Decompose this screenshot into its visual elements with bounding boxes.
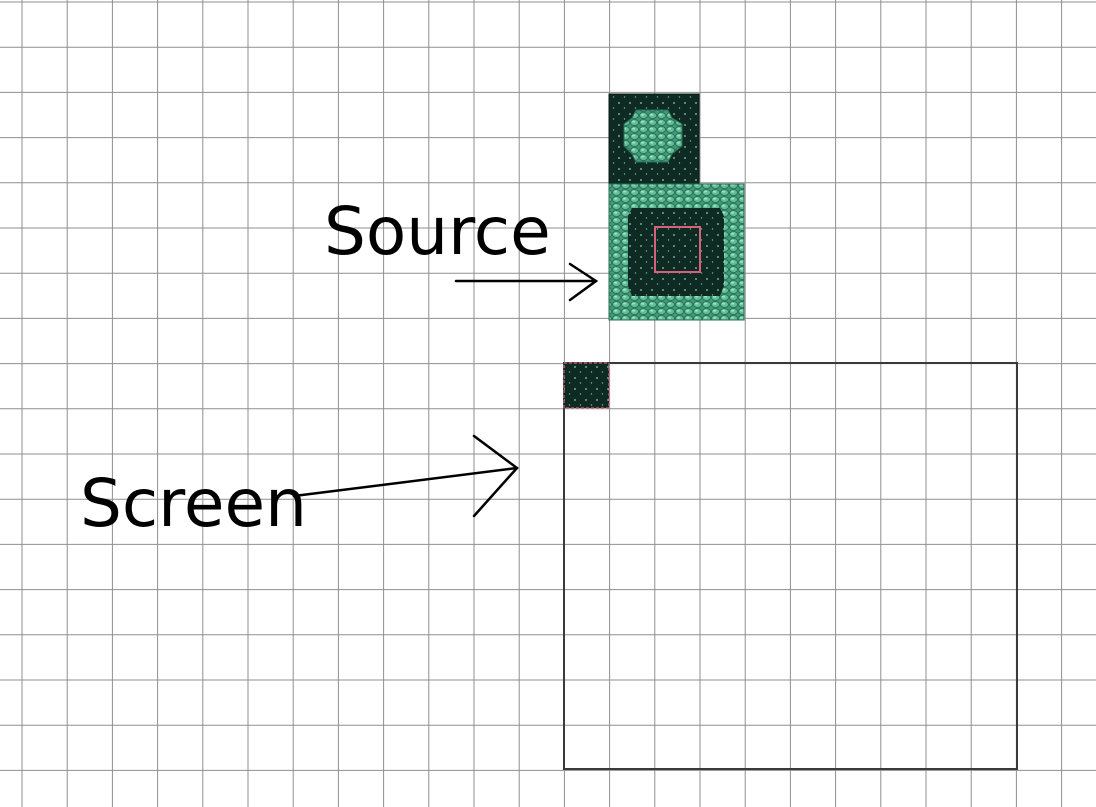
source-tile-top-emblem <box>623 109 683 163</box>
source-tile-main <box>608 183 745 321</box>
source-selection-highlight <box>654 226 701 273</box>
dark-floor-tile-icon <box>564 363 609 408</box>
source-arrow <box>454 262 599 302</box>
screen-tile <box>563 362 610 409</box>
source-label: Source <box>324 193 551 270</box>
screen-tile-outline <box>563 362 610 409</box>
source-tile-inner-frame <box>628 208 724 296</box>
source-tile-top <box>608 93 700 185</box>
screen-label: Screen <box>80 465 307 542</box>
screen-arrow <box>292 434 519 518</box>
screen-area <box>563 362 1018 770</box>
